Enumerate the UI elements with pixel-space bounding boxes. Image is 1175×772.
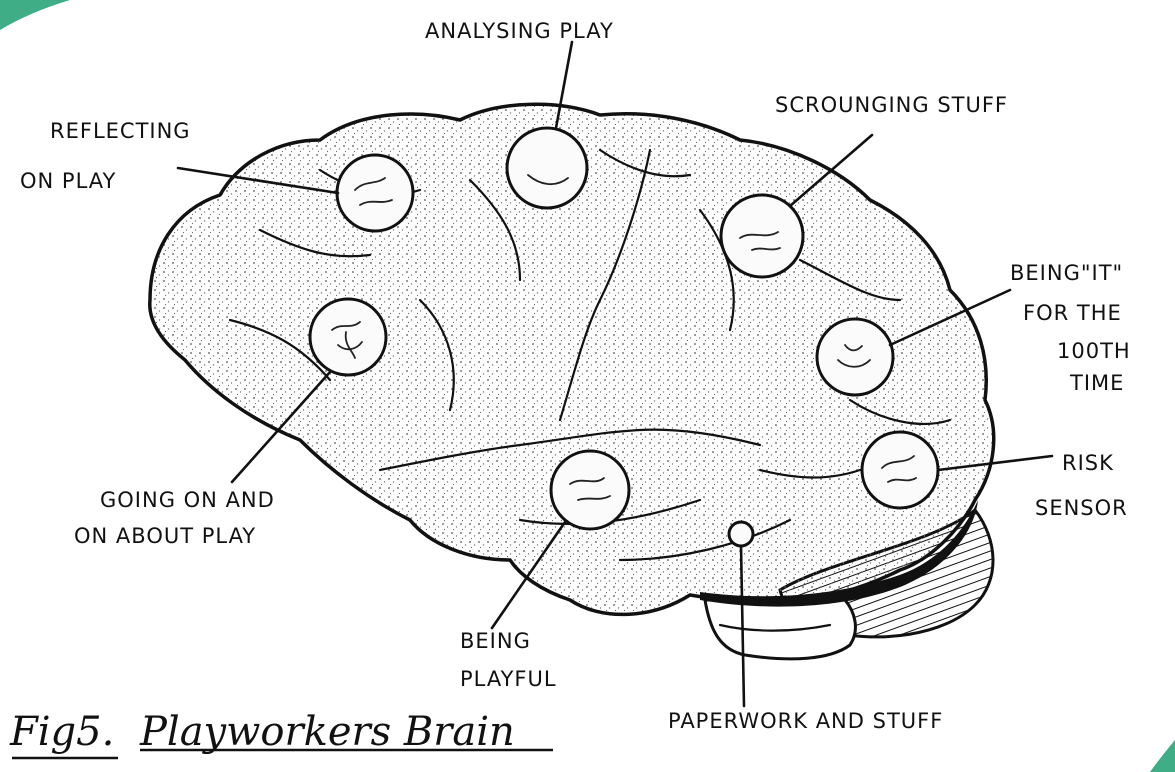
region-going-on-about-play <box>310 299 386 375</box>
label-analysing-play: ANALYSING PLAY <box>425 19 614 43</box>
label-going-on-line2: ON ABOUT PLAY <box>74 524 256 548</box>
region-paperwork-and-stuff <box>729 522 753 546</box>
label-playful-line1: BEING <box>460 629 531 653</box>
label-risk-line2: SENSOR <box>1035 496 1128 520</box>
label-being-it-line3: 100TH <box>1057 339 1131 363</box>
region-risk-sensor <box>862 432 938 508</box>
label-going-on-line1: GOING ON AND <box>100 488 275 512</box>
figure-title: Playworkers Brain <box>139 709 515 755</box>
region-reflecting-on-play <box>337 155 413 231</box>
brain-stem <box>705 600 855 659</box>
label-reflecting-line1: REFLECTING <box>50 119 191 143</box>
label-paperwork: PAPERWORK AND STUFF <box>668 709 943 733</box>
label-being-it-line1: BEING"IT" <box>1010 261 1123 285</box>
region-being-it <box>817 319 893 395</box>
region-being-playful <box>551 451 629 529</box>
label-playful-line2: PLAYFUL <box>460 667 557 691</box>
corner-accent-bottom-right <box>1150 740 1175 772</box>
label-being-it-line4: TIME <box>1069 371 1124 395</box>
label-risk-line1: RISK <box>1062 451 1114 475</box>
corner-accent-top-left <box>0 0 70 30</box>
region-scrounging-stuff <box>721 195 803 277</box>
region-analysing-play <box>507 128 587 208</box>
label-being-it-line2: FOR THE <box>1023 301 1122 325</box>
label-reflecting-line2: ON PLAY <box>20 169 116 193</box>
label-scrounging-stuff: SCROUNGING STUFF <box>775 93 1008 117</box>
figure-number: Fig5. <box>9 709 114 755</box>
